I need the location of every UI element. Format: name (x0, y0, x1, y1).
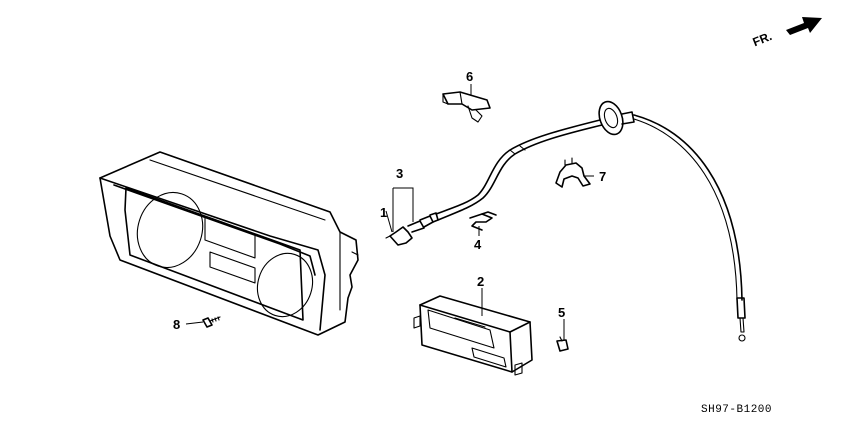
cable-holder-part (555, 157, 591, 188)
clip-nut-part (556, 336, 569, 352)
front-arrow-icon (786, 17, 822, 35)
front-direction-label: FR. (751, 29, 774, 49)
leader-lines (185, 84, 594, 340)
callout-1: 1 (380, 205, 387, 220)
callout-8: 8 (173, 317, 180, 332)
screw-part (202, 316, 221, 328)
front-direction-indicator: FR. (751, 17, 822, 49)
wire-clip-part (469, 211, 497, 231)
callout-5: 5 (558, 305, 565, 320)
callout-6: 6 (466, 69, 473, 84)
meter-case-assembly (99, 151, 359, 336)
speedometer-cable (435, 100, 746, 342)
cable-clip-part (442, 91, 491, 123)
switch-box-part (413, 295, 533, 376)
callout-4: 4 (474, 237, 482, 252)
callout-7: 7 (599, 169, 606, 184)
diagram-code: SH97-B1200 (701, 404, 772, 416)
callout-3: 3 (396, 166, 403, 181)
speedometer-cable-end (385, 212, 439, 246)
callout-2: 2 (477, 274, 484, 289)
